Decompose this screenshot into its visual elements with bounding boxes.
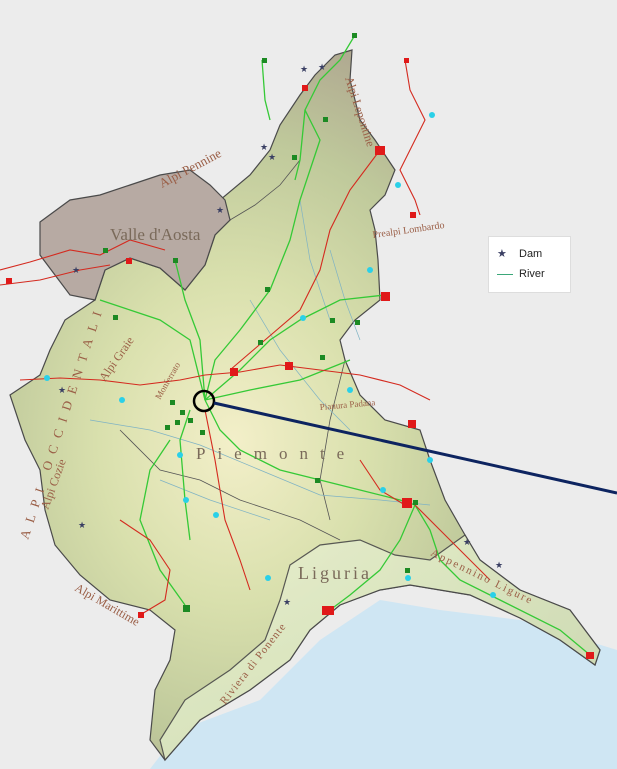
region-label-liguria: Liguria xyxy=(298,563,372,583)
region-shape-aosta xyxy=(39,169,231,301)
star-icon: ★ xyxy=(72,265,80,275)
star-icon: ★ xyxy=(78,520,86,530)
star-icon: ★ xyxy=(283,597,291,607)
star-icon: ★ xyxy=(495,560,503,570)
region-label-valle-aosta: Valle d'Aosta xyxy=(110,225,201,244)
region-label-piemonte: Piemonte xyxy=(196,444,356,463)
highlight-circle xyxy=(192,389,216,413)
river-line-icon xyxy=(497,273,519,275)
cyan-markers xyxy=(44,112,496,598)
region-labels: Valle d'Aosta Piemonte Liguria xyxy=(110,225,372,583)
legend-item-dam: ★ Dam xyxy=(497,246,542,262)
star-icon: ★ xyxy=(216,205,224,215)
star-icon: ★ xyxy=(268,152,276,162)
sea xyxy=(150,600,617,769)
star-icon: ★ xyxy=(463,537,471,547)
river-network xyxy=(89,199,431,521)
label-pianura-padana: Pianura Padana xyxy=(319,397,375,412)
star-icon: ★ xyxy=(300,64,308,74)
green-markers xyxy=(103,33,418,612)
leader-line xyxy=(213,401,617,495)
green-network xyxy=(99,34,591,656)
star-icon: ★ xyxy=(318,62,326,72)
dam-markers: ★ ★ ★ ★ ★ ★ ★ ★ ★ ★ ★ xyxy=(58,62,503,607)
legend-item-river: River xyxy=(497,266,545,282)
legend-label-river: River xyxy=(519,268,545,280)
map-legend: ★ Dam River xyxy=(488,236,571,293)
red-markers xyxy=(6,58,594,659)
legend-label-dam: Dam xyxy=(519,248,543,260)
star-icon: ★ xyxy=(58,385,66,395)
star-icon: ★ xyxy=(497,247,507,260)
star-icon: ★ xyxy=(260,142,268,152)
